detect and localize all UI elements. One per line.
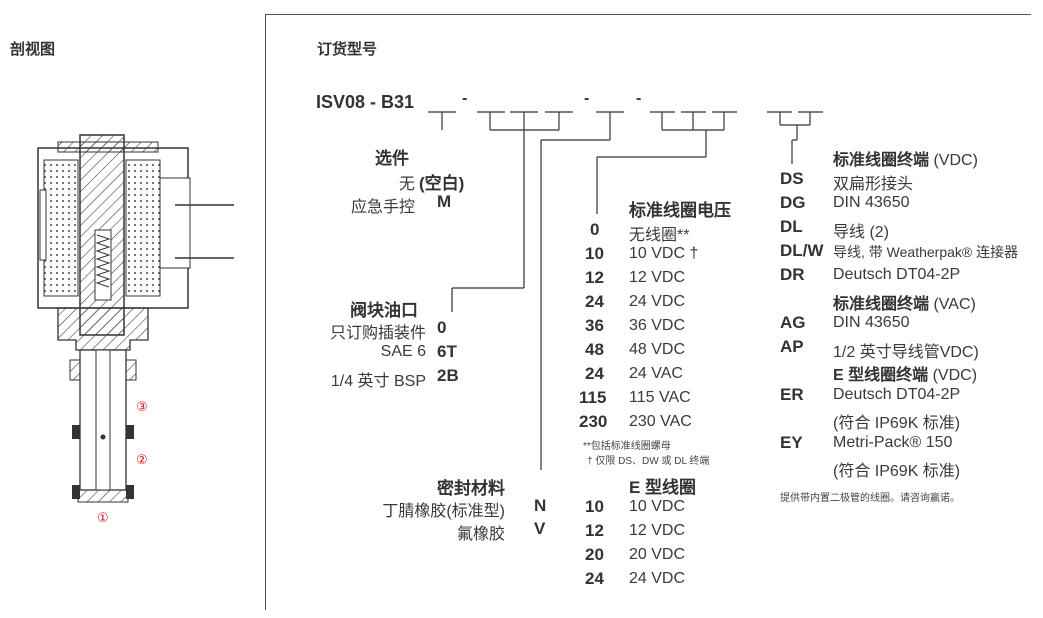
terminal-desc-ey: Metri-Pack® 150 bbox=[833, 434, 953, 451]
voltage-code-8: 230 bbox=[579, 412, 608, 431]
terminal-code-dl: DL bbox=[780, 217, 803, 236]
seal-label-v: 氟橡胶 bbox=[456, 526, 505, 543]
voltage-desc-1: 10 VDC † bbox=[629, 245, 699, 262]
ordering-title: 订货型号 bbox=[317, 41, 378, 58]
e-coil-desc-3: 24 VDC bbox=[629, 570, 686, 587]
voltage-note-1: **包括标准线圈螺母 bbox=[583, 441, 671, 452]
option-code-none: (空白) bbox=[419, 174, 465, 193]
terminal-desc-ds: 双扁形接头 bbox=[833, 176, 914, 193]
voltage-note-2: † 仅限 DS、DW 或 DL 终端 bbox=[587, 456, 710, 467]
seals-title: 密封材料 bbox=[437, 479, 505, 498]
terminal-code-dg: DG bbox=[780, 193, 806, 212]
e-coil-desc-1: 12 VDC bbox=[629, 522, 686, 539]
voltage-code-3: 24 bbox=[585, 292, 604, 311]
option-code-manual: M bbox=[437, 192, 452, 211]
voltage-title: 标准线圈电压 bbox=[629, 201, 731, 220]
port-code-0: 0 bbox=[437, 318, 447, 337]
callout-3: ③ bbox=[136, 399, 148, 414]
terminal-desc-ag: DIN 43650 bbox=[833, 314, 910, 331]
voltage-desc-3: 24 VDC bbox=[629, 293, 686, 310]
e-coil-code-1: 12 bbox=[585, 521, 604, 540]
model-prefix: ISV08 - B31 bbox=[316, 92, 415, 112]
terminal-vdc-title-unit: (VDC) bbox=[933, 152, 978, 169]
terminal-code-ey: EY bbox=[780, 433, 803, 452]
terminal-vdc-title-text: 标准线圈终端 bbox=[833, 152, 930, 169]
voltage-code-1: 10 bbox=[585, 244, 604, 263]
voltage-desc-6: 24 VAC bbox=[629, 365, 683, 382]
option-label-manual: 应急手控 bbox=[350, 199, 415, 216]
seal-code-v: V bbox=[534, 519, 546, 538]
terminal-desc-er: Deutsch DT04-2P bbox=[833, 386, 961, 403]
terminal-e-title-unit: (VDC) bbox=[932, 367, 978, 384]
terminal-code-ap: AP bbox=[780, 337, 804, 356]
voltage-desc-2: 12 VDC bbox=[629, 269, 686, 286]
port-label-2: 1/4 英寸 BSP bbox=[330, 373, 426, 390]
e-coil-title: E 型线圈 bbox=[629, 478, 697, 497]
terminal-vac-title: 标准线圈终端 (VAC) bbox=[833, 290, 976, 314]
terminal-code-ag: AG bbox=[780, 313, 806, 332]
options-title: 选件 bbox=[375, 149, 409, 168]
voltage-desc-5: 48 VDC bbox=[629, 341, 686, 358]
voltage-code-2: 12 bbox=[585, 268, 604, 287]
seal-label-n: 丁腈橡胶(标准型) bbox=[382, 503, 505, 520]
terminal-desc-dg: DIN 43650 bbox=[833, 194, 910, 211]
terminal-vac-title-unit: (VAC) bbox=[933, 296, 976, 313]
voltage-code-0: 0 bbox=[590, 220, 600, 239]
terminal-e-title: E 型线圈终端 (VDC) bbox=[833, 361, 977, 385]
terminal-e-title-text: E 型线圈终端 bbox=[833, 367, 929, 384]
terminal-desc-dl: 导线 (2) bbox=[833, 224, 890, 241]
voltage-code-6: 24 bbox=[585, 364, 604, 383]
terminal-footnote: 提供带内置二极管的线圈。请咨询赢诺。 bbox=[780, 493, 960, 504]
voltage-desc-4: 36 VDC bbox=[629, 317, 686, 334]
terminal-code-dlw: DL/W bbox=[780, 241, 824, 260]
e-coil-desc-2: 20 VDC bbox=[629, 546, 686, 563]
port-label-0: 只订购插装件 bbox=[329, 325, 426, 342]
option-label-none: 无 bbox=[398, 176, 415, 193]
terminal-vdc-title: 标准线圈终端 (VDC) bbox=[833, 146, 978, 170]
ports-title: 阀块油口 bbox=[350, 301, 418, 320]
callout-1: ① bbox=[97, 510, 109, 525]
e-coil-code-0: 10 bbox=[585, 497, 604, 516]
voltage-desc-8: 230 VAC bbox=[629, 413, 692, 430]
e-coil-desc-0: 10 VDC bbox=[629, 498, 686, 515]
terminal-desc-dr: Deutsch DT04-2P bbox=[833, 266, 961, 283]
terminal-desc-ey-2: (符合 IP69K 标准) bbox=[833, 463, 961, 480]
model-dash-1: - bbox=[462, 90, 468, 107]
port-code-2: 2B bbox=[437, 366, 459, 385]
voltage-code-7: 115 bbox=[579, 388, 607, 407]
valve-cross-section-drawing bbox=[37, 134, 234, 503]
port-label-1: SAE 6 bbox=[380, 343, 426, 360]
terminal-code-ds: DS bbox=[780, 169, 804, 188]
terminal-code-er: ER bbox=[780, 385, 804, 404]
port-code-1: 6T bbox=[437, 342, 457, 361]
voltage-desc-7: 115 VAC bbox=[629, 389, 691, 406]
terminal-desc-er-2: (符合 IP69K 标准) bbox=[833, 415, 961, 432]
e-coil-code-2: 20 bbox=[585, 545, 604, 564]
terminal-desc-ap: 1/2 英寸导线管VDC) bbox=[833, 344, 979, 361]
terminal-vac-title-text: 标准线圈终端 bbox=[833, 296, 930, 313]
column-divider bbox=[265, 14, 266, 610]
model-dash-3: - bbox=[636, 90, 642, 107]
voltage-code-5: 48 bbox=[585, 340, 604, 359]
terminal-code-dr: DR bbox=[780, 265, 805, 284]
model-dash-2: - bbox=[584, 90, 590, 107]
voltage-desc-0: 无线圈** bbox=[629, 227, 690, 244]
callout-2: ② bbox=[136, 452, 148, 467]
seal-code-n: N bbox=[534, 496, 547, 515]
voltage-code-4: 36 bbox=[585, 316, 604, 335]
cross-section-title: 剖视图 bbox=[10, 41, 56, 58]
top-rule bbox=[265, 14, 1031, 15]
terminal-desc-dlw: 导线, 带 Weatherpak® 连接器 bbox=[833, 244, 1019, 260]
e-coil-code-3: 24 bbox=[585, 569, 604, 588]
